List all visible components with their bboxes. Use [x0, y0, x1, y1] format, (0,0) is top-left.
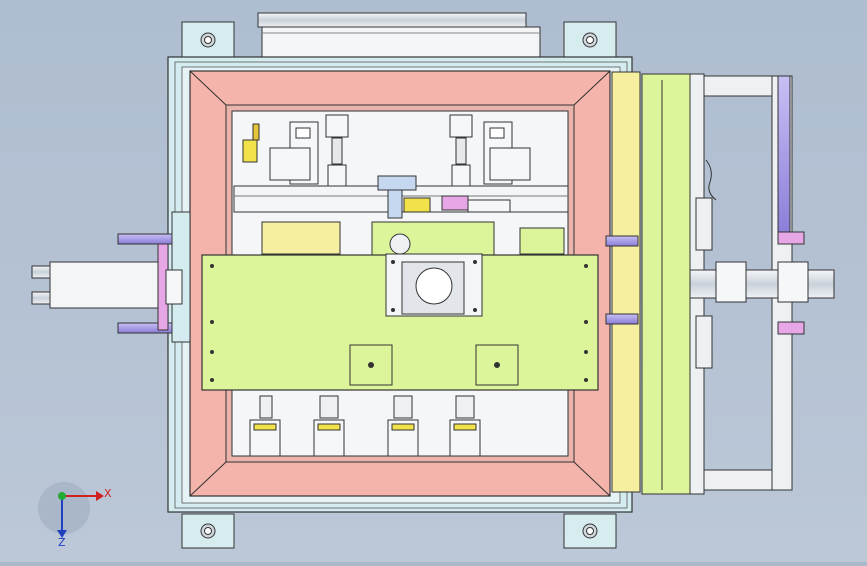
slide-left[interactable]	[269, 114, 349, 188]
axis-triad: X Z	[38, 482, 112, 549]
yellow-block[interactable]	[261, 221, 341, 255]
cross-beam[interactable]	[233, 175, 569, 219]
pad-right[interactable]	[475, 344, 519, 386]
center-bearing[interactable]	[385, 253, 483, 317]
mount-ear-top-right[interactable]	[563, 21, 617, 59]
block-right[interactable]	[519, 227, 565, 255]
mount-ear-bottom-left[interactable]	[181, 513, 235, 549]
mount-ear-top-left[interactable]	[181, 21, 235, 59]
lower-actuators[interactable]	[249, 395, 481, 457]
x-axis-label: X	[104, 487, 112, 500]
left-cylinder-assembly[interactable]	[31, 211, 191, 343]
right-sensor-frame[interactable]	[689, 75, 835, 491]
pad-left[interactable]	[349, 344, 393, 386]
right-gear-rack[interactable]	[605, 71, 705, 495]
slide-right[interactable]	[449, 114, 531, 188]
sensor-yellow[interactable]	[242, 123, 260, 163]
mount-ear-bottom-right[interactable]	[563, 513, 617, 549]
z-axis-label: Z	[58, 536, 66, 549]
